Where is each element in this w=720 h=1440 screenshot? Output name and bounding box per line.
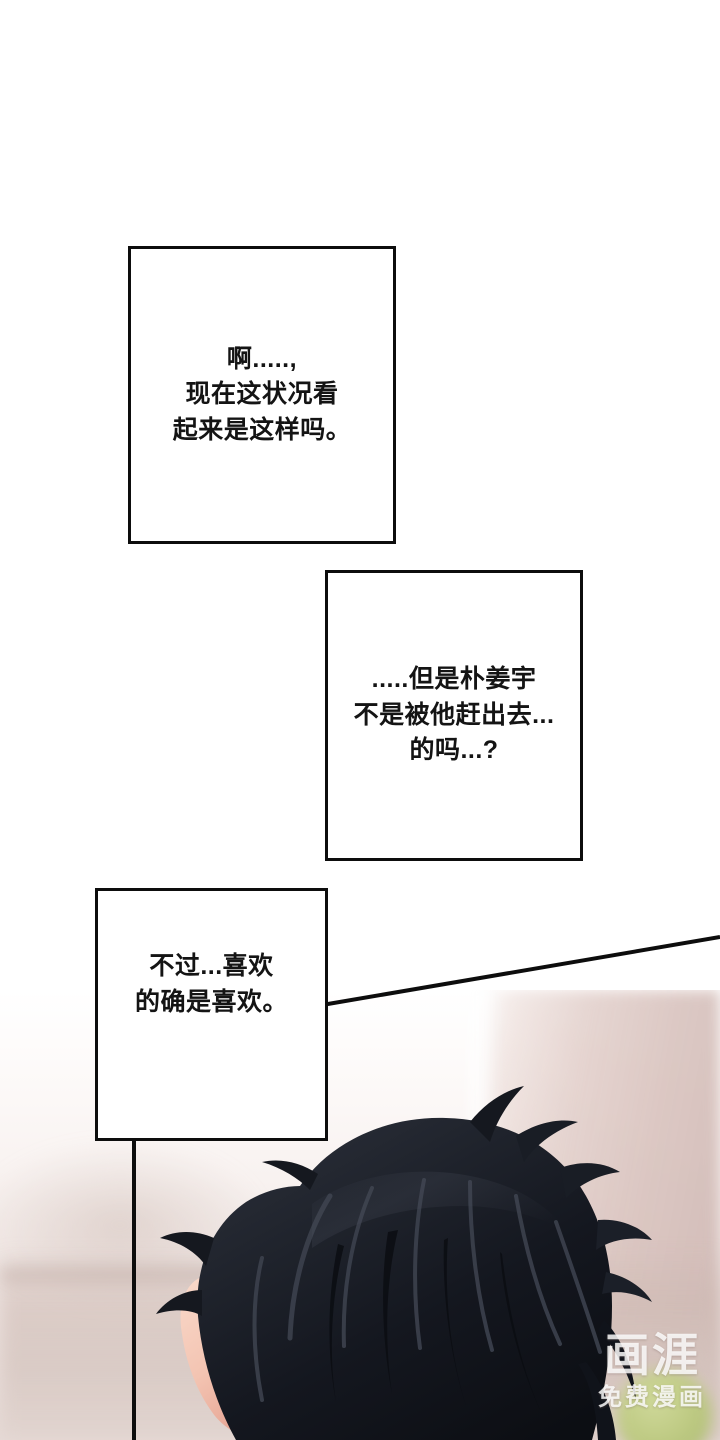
thought-box-3: 不过...喜欢 的确是喜欢。 <box>95 888 328 1141</box>
hair-spike-left-c <box>156 1290 202 1316</box>
hair-spike-right-b <box>560 1163 620 1198</box>
thought-box-2-text: .....但是朴姜宇 不是被他赶出去... 的吗...? <box>353 665 555 765</box>
thought-box-3-text: 不过...喜欢 的确是喜欢。 <box>134 952 288 1016</box>
hair-sheen <box>312 1171 568 1248</box>
hair-spike-top <box>470 1086 524 1142</box>
thought-box-1-text: 啊....., 现在这状况看 起来是这样吗。 <box>172 344 352 444</box>
hair-spike-right-a <box>516 1120 578 1162</box>
watermark: 画涯 免费漫画 <box>598 1332 706 1410</box>
hair-shadow-strands <box>329 1230 540 1410</box>
hair-spike-right-c <box>596 1219 652 1250</box>
hair-spike-left <box>262 1160 318 1190</box>
thought-box-2: .....但是朴姜宇 不是被他赶出去... 的吗...? <box>325 570 583 861</box>
hair-tips <box>578 1320 636 1440</box>
watermark-sub-text: 免费漫画 <box>598 1384 706 1411</box>
character-illustration <box>156 1086 652 1440</box>
watermark-main-text: 画涯 <box>604 1329 700 1381</box>
thought-box-1: 啊....., 现在这状况看 起来是这样吗。 <box>128 246 396 544</box>
hair-spike-right-d <box>602 1272 652 1302</box>
hair-spike-left-b <box>160 1232 214 1266</box>
